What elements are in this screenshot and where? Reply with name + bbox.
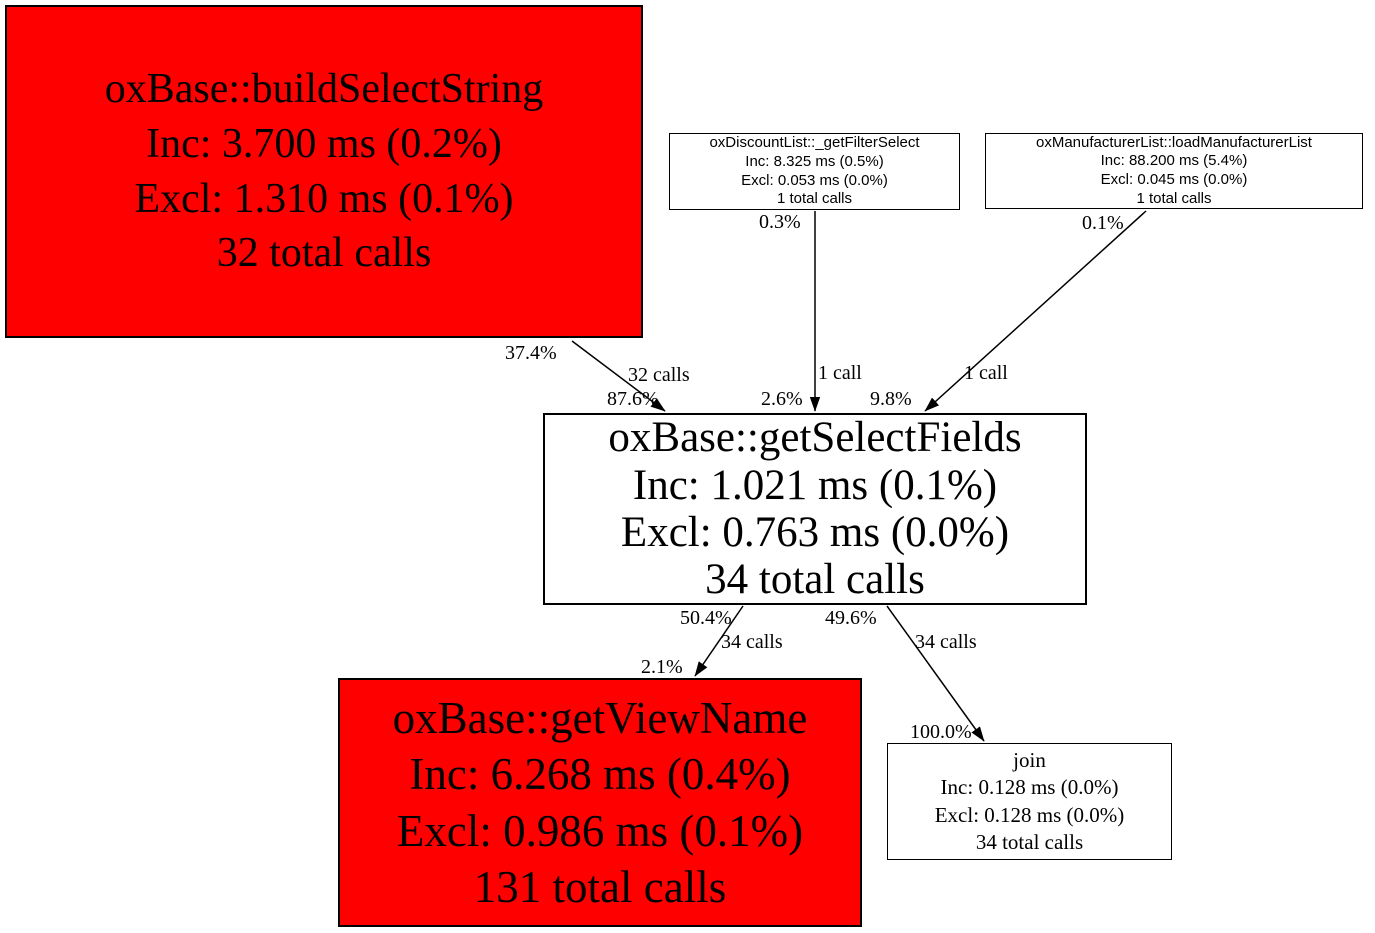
edge-getSelectFields-to-getViewName bbox=[694, 605, 744, 677]
node-title: oxManufacturerList::loadManufacturerList bbox=[1036, 133, 1312, 151]
edge-calls-label: 34 calls bbox=[721, 631, 783, 653]
edge-source-percent-label: 0.1% bbox=[1082, 212, 1124, 234]
edge-buildSelectString-to-getSelectFields bbox=[571, 340, 666, 412]
edge-source-percent-label: 49.6% bbox=[825, 607, 877, 629]
edge-target-percent-label: 100.0% bbox=[910, 721, 972, 743]
node-title: oxBase::buildSelectString bbox=[104, 66, 544, 113]
node-exclusive-time: Excl: 0.128 ms (0.0%) bbox=[934, 802, 1125, 827]
edge-calls-label: 34 calls bbox=[915, 631, 977, 653]
edge-calls-label: 1 call bbox=[964, 362, 1008, 384]
edge-target-percent-label: 87.6% bbox=[607, 388, 659, 410]
node-oxDiscountList-getFilterSelect: oxDiscountList::_getFilterSelect Inc: 8.… bbox=[669, 133, 960, 210]
node-total-calls: 1 total calls bbox=[1136, 189, 1212, 207]
node-total-calls: 34 total calls bbox=[975, 829, 1084, 854]
node-exclusive-time: Excl: 0.986 ms (0.1%) bbox=[396, 805, 804, 856]
node-exclusive-time: Excl: 0.045 ms (0.0%) bbox=[1100, 171, 1248, 188]
edge-target-percent-label: 2.6% bbox=[761, 388, 803, 410]
edge-calls-label: 1 call bbox=[818, 362, 862, 384]
node-inclusive-time: Inc: 0.128 ms (0.0%) bbox=[940, 775, 1119, 800]
node-total-calls: 34 total calls bbox=[705, 556, 925, 604]
node-total-calls: 1 total calls bbox=[776, 190, 853, 208]
edge-calls-label: 32 calls bbox=[628, 364, 690, 386]
edge-source-percent-label: 0.3% bbox=[759, 211, 801, 233]
edge-source-percent-label: 37.4% bbox=[505, 342, 557, 364]
node-title: oxBase::getSelectFields bbox=[608, 414, 1022, 462]
node-title: oxDiscountList::_getFilterSelect bbox=[709, 134, 920, 151]
edge-loadManufacturerList-to-getSelectFields bbox=[924, 210, 1147, 412]
node-total-calls: 32 total calls bbox=[216, 230, 432, 277]
node-exclusive-time: Excl: 0.763 ms (0.0%) bbox=[620, 509, 1010, 556]
node-inclusive-time: Inc: 8.325 ms (0.5%) bbox=[745, 152, 884, 170]
node-total-calls: 131 total calls bbox=[473, 861, 727, 912]
node-title: oxBase::getViewName bbox=[392, 693, 808, 743]
edge-source-percent-label: 50.4% bbox=[680, 607, 732, 629]
node-join: join Inc: 0.128 ms (0.0%) Excl: 0.128 ms… bbox=[887, 743, 1172, 860]
node-oxBase-buildSelectString: oxBase::buildSelectString Inc: 3.700 ms … bbox=[5, 5, 643, 338]
node-inclusive-time: Inc: 88.200 ms (5.4%) bbox=[1100, 152, 1248, 170]
edge-target-percent-label: 9.8% bbox=[870, 388, 912, 410]
node-oxBase-getViewName: oxBase::getViewName Inc: 6.268 ms (0.4%)… bbox=[338, 678, 862, 927]
node-oxBase-getSelectFields: oxBase::getSelectFields Inc: 1.021 ms (0… bbox=[543, 413, 1087, 605]
node-inclusive-time: Inc: 3.700 ms (0.2%) bbox=[146, 120, 502, 167]
edge-getSelectFields-to-join bbox=[886, 605, 985, 742]
node-inclusive-time: Inc: 1.021 ms (0.1%) bbox=[632, 461, 998, 509]
node-oxManufacturerList-loadManufacturerList: oxManufacturerList::loadManufacturerList… bbox=[985, 133, 1363, 209]
node-exclusive-time: Excl: 1.310 ms (0.1%) bbox=[134, 175, 514, 222]
node-exclusive-time: Excl: 0.053 ms (0.0%) bbox=[741, 171, 888, 189]
node-title: join bbox=[1013, 747, 1046, 772]
node-inclusive-time: Inc: 6.268 ms (0.4%) bbox=[409, 749, 791, 800]
edge-target-percent-label: 2.1% bbox=[641, 656, 683, 678]
